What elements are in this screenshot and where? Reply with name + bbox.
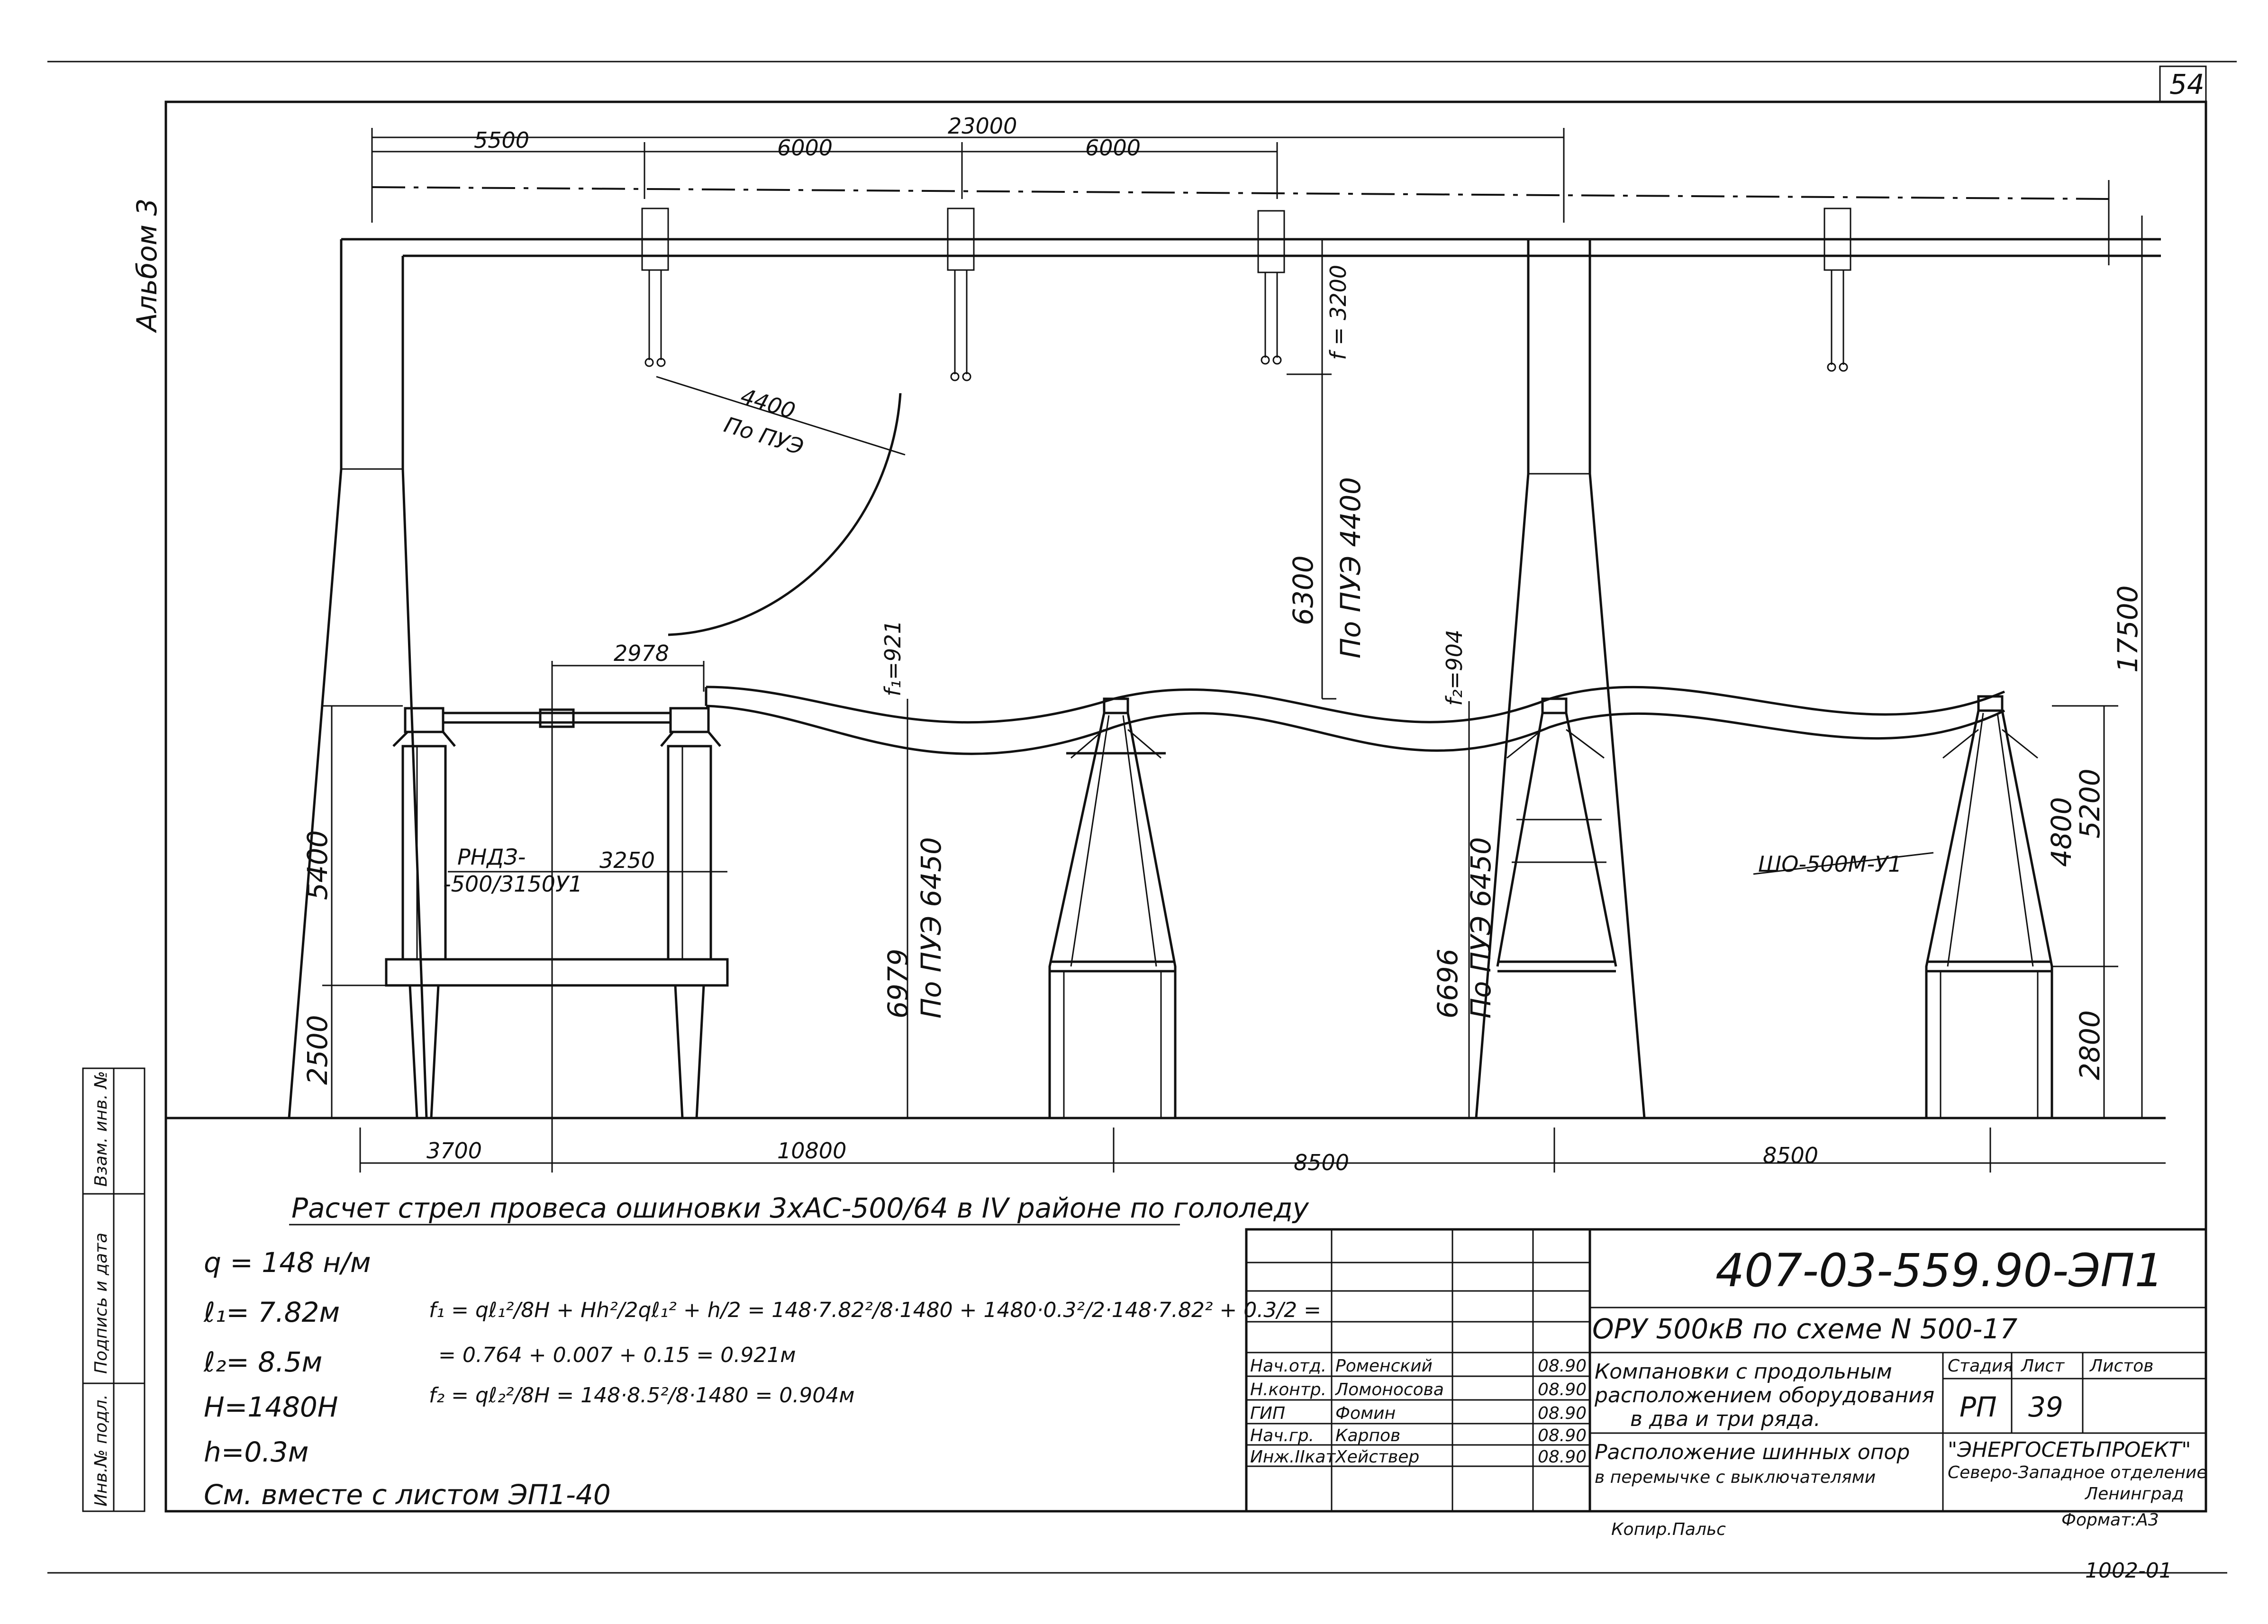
archive-number: 1002-01 (2085, 1559, 2172, 1583)
f2-label: f₂=904 (1442, 630, 1467, 706)
left-column-inner (401, 256, 428, 1119)
pue-4400: По ПУЭ 4400 (1334, 477, 1367, 659)
clearance-radius-line (656, 376, 906, 456)
staff-date-2: 08.90 (1538, 1380, 1587, 1399)
calc-q: q = 148 н/м (204, 1246, 371, 1279)
title-line-3: в два и три ряда. (1630, 1407, 1821, 1431)
calc-f1-formula: f₁ = qℓ₁²/8H + Hh²/2qℓ₁² + h/2 = 148·7.8… (429, 1298, 1321, 1322)
staff-role-3: ГИП (1250, 1404, 1285, 1423)
format-label: Формат:А3 (2061, 1510, 2159, 1530)
calc-note: См. вместе с листом ЭП1-40 (204, 1479, 611, 1511)
staff-date-4: 08.90 (1538, 1426, 1587, 1445)
right-column-inner (1588, 239, 1646, 1119)
staff-date-5: 08.90 (1538, 1447, 1587, 1467)
calc-h: h=0.3м (204, 1436, 308, 1468)
project-title: ОРУ 500кВ по схеме N 500-17 (1592, 1313, 2017, 1345)
clearance-arc (668, 393, 902, 636)
f1-label: f₁=921 (880, 620, 906, 696)
staff-role-4: Нач.гр. (1250, 1426, 1314, 1445)
sheet-header: Лист (2020, 1356, 2065, 1376)
staff-date-3: 08.90 (1538, 1404, 1587, 1423)
sheets-header: Листов (2089, 1356, 2153, 1376)
dim-6696: 6696 (1432, 948, 1464, 1019)
dim-23000: 23000 (948, 113, 1017, 139)
calc-l1: ℓ₁= 7.82м (203, 1296, 340, 1328)
conductor-bottom (706, 704, 2005, 755)
dim-5200: 5200 (2074, 768, 2106, 839)
stamp-inv-orig: Инв.№ подл. (91, 1394, 111, 1507)
calc-H: H=1480Н (204, 1391, 338, 1423)
staff-name-4: Карпов (1335, 1426, 1400, 1445)
stamp-inv-swap: Взам. инв. № (91, 1071, 111, 1187)
staff-name-3: Фомин (1335, 1404, 1396, 1423)
sheet-number: 54 (2169, 68, 2204, 100)
dim-2800: 2800 (2074, 1010, 2106, 1080)
sho-label: ШО-500М-У1 (1758, 851, 1902, 877)
dim-2500: 2500 (301, 1015, 334, 1085)
dim-8500-b: 8500 (1763, 1143, 1818, 1168)
rndz-label-2: -500/3150У1 (443, 871, 582, 897)
pue-label-radius: По ПУЭ (721, 412, 807, 460)
side-stamp (82, 1067, 145, 1512)
stage-value: РП (1960, 1391, 1997, 1423)
dim-17500: 17500 (2112, 585, 2144, 673)
stage-header: Стадия (1948, 1356, 2013, 1376)
title-block (1245, 1228, 2207, 1513)
left-column-outer (288, 239, 343, 1119)
stamp-sign-date: Подпись и дата (91, 1233, 111, 1374)
dim-8500-a: 8500 (1294, 1150, 1349, 1175)
dim-4800: 4800 (2045, 797, 2077, 867)
drawing-name-1: Расположение шинных опор (1595, 1440, 1910, 1464)
sheet-number-box (2159, 65, 2207, 103)
sheet-value: 39 (2028, 1391, 2063, 1423)
dim-5400: 5400 (301, 830, 334, 900)
staff-name-1: Роменский (1335, 1356, 1433, 1376)
bus-support-2 (1496, 697, 1617, 973)
conductor-top (706, 686, 2005, 724)
dim-3700: 3700 (426, 1138, 482, 1164)
album-label: Альбом 3 (131, 198, 163, 334)
title-line-1: Компановки с продольным (1595, 1360, 1892, 1384)
drawing-name-2: в перемычке с выключателями (1595, 1468, 1876, 1487)
copied-by: Копир.Пальс (1611, 1520, 1726, 1539)
org-division: Северо-Западное отделение (1948, 1463, 2207, 1482)
axis-line (372, 186, 2109, 200)
dim-6000-a: 6000 (777, 135, 833, 161)
title-line-2: расположением оборудования (1594, 1383, 1934, 1407)
insulator-string-1 (641, 208, 669, 367)
drawing-frame (164, 100, 2207, 1513)
calc-heading: Расчет стрел провеса ошиновки 3хАС-500/6… (291, 1192, 1309, 1224)
insulator-string-3 (1257, 210, 1285, 365)
dim-3250: 3250 (599, 848, 655, 873)
insulator-string-2 (947, 208, 975, 381)
sag-f-3200: f = 3200 (1325, 265, 1351, 360)
disconnector-rndz (385, 707, 729, 1119)
calc-f2-formula: f₂ = qℓ₂²/8H = 148·8.5²/8·1480 = 0.904м (429, 1383, 854, 1407)
bus-support-1 (1048, 697, 1177, 1118)
staff-role-1: Нач.отд. (1250, 1356, 1326, 1376)
staff-name-2: Ломоносова (1334, 1380, 1444, 1399)
calc-f1-result: = 0.764 + 0.007 + 0.15 = 0.921м (438, 1343, 796, 1367)
pue-6450-b: По ПУЭ 6450 (1465, 837, 1497, 1019)
org-city: Ленинград (2084, 1484, 2184, 1504)
rndz-label-1: РНДЗ- (457, 844, 526, 870)
staff-date-1: 08.90 (1538, 1356, 1587, 1376)
calc-l2: ℓ₂= 8.5м (203, 1346, 322, 1378)
sho-leader (1753, 852, 1934, 875)
bus-support-3 (1925, 695, 2053, 1118)
dim-10800: 10800 (777, 1138, 846, 1164)
doc-code: 407-03-559.90-ЭП1 (1715, 1244, 2164, 1297)
org-name: "ЭНЕРГОСЕТЬПРОЕКТ" (1948, 1438, 2191, 1462)
staff-role-5: Инж.IIкат (1250, 1447, 1336, 1467)
dim-5500: 5500 (474, 127, 529, 153)
insulator-string-4 (1823, 208, 1851, 372)
staff-name-5: Хействер (1334, 1447, 1419, 1467)
dim-6300: 6300 (1287, 555, 1319, 625)
dim-6979: 6979 (882, 948, 914, 1019)
dim-2978: 2978 (614, 641, 669, 666)
pue-6450-a: По ПУЭ 6450 (915, 837, 947, 1019)
dim-6000-b: 6000 (1085, 135, 1141, 161)
staff-role-2: Н.контр. (1250, 1380, 1326, 1399)
